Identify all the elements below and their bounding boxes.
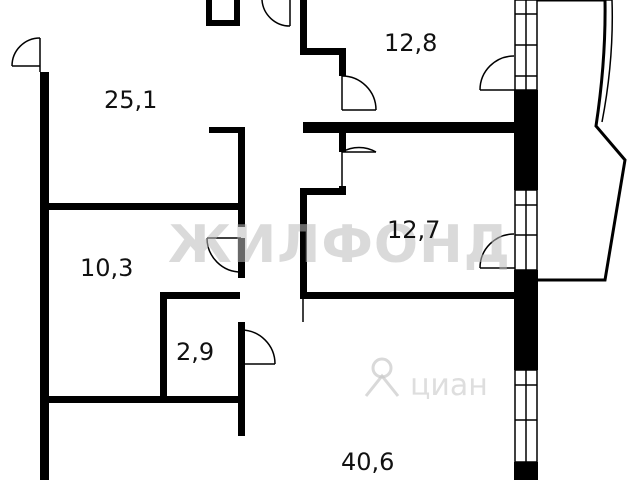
corridor-wall: [209, 127, 245, 436]
watermark-main: ЖИЛФОНД: [168, 215, 511, 275]
door-room-b: [341, 75, 377, 111]
wall-room-c-left: [300, 133, 346, 296]
room-label-e: 2,9: [176, 338, 214, 366]
exterior-wall-left: [40, 72, 49, 480]
room-label-d: 10,3: [80, 254, 133, 282]
watermark-secondary: циан: [410, 368, 488, 403]
window-casement-c: [479, 233, 515, 269]
door-room-d: [206, 237, 242, 273]
door-room-c: [341, 146, 377, 186]
wall-b-c: [303, 122, 529, 133]
door-entrance: [11, 37, 41, 72]
exterior-wall-right: [514, 0, 538, 480]
room-label-a: 25,1: [104, 86, 157, 114]
wall-room-e: [160, 292, 240, 398]
door-room-e: [240, 329, 276, 365]
room-label-c: 12,7: [387, 216, 440, 244]
shaft-box: [206, 0, 240, 26]
wall-a-d: [49, 203, 245, 210]
room-label-b: 12,8: [384, 29, 437, 57]
watermark-cian: циан: [364, 357, 488, 403]
cian-logo-icon: [364, 357, 400, 397]
balcony: [537, 0, 627, 282]
window-casement-b: [479, 55, 515, 91]
wall-upper-right-room: [300, 0, 346, 76]
door-top-center: [261, 0, 291, 27]
wall-d-f: [49, 396, 245, 403]
room-label-f: 40,6: [341, 448, 394, 476]
wall-c-f: [300, 292, 526, 299]
